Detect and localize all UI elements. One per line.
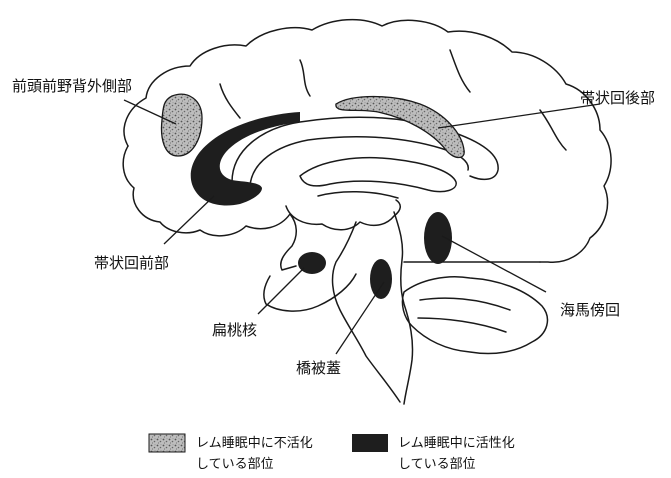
parahippocampal-region <box>424 212 452 264</box>
label-amygdala: 扁桃核 <box>212 321 257 339</box>
label-dlpfc: 前頭前野背外側部 <box>12 77 132 95</box>
legend-inactive-swatch <box>149 434 185 452</box>
label-anterior-cingulate: 帯状回前部 <box>94 254 169 272</box>
legend: レム睡眠中に不活化 している部位 レム睡眠中に活性化 している部位 <box>149 434 515 472</box>
leader-parahippocampal <box>442 236 546 292</box>
label-parahippocampal: 海馬傍回 <box>560 301 620 319</box>
legend-active-line2: している部位 <box>398 457 476 472</box>
label-pontine: 橋被蓋 <box>296 359 341 377</box>
corpus-callosum-inner <box>250 137 468 186</box>
leader-amygdala <box>258 268 304 314</box>
legend-inactive-line2: している部位 <box>196 457 274 472</box>
label-posterior-cingulate: 帯状回後部 <box>580 89 655 107</box>
gyrus-line-1 <box>300 60 310 96</box>
legend-active-line1: レム睡眠中に活性化 <box>398 436 515 451</box>
brainstem-outline <box>333 222 400 402</box>
leader-anterior-cingulate <box>164 196 214 244</box>
leader-pontine <box>336 282 384 354</box>
cerebellum-outline <box>402 277 547 354</box>
legend-inactive-line1: レム睡眠中に不活化 <box>196 436 313 451</box>
fornix-small <box>318 192 398 198</box>
gyrus-line-2 <box>450 50 470 92</box>
thalamus-outline <box>286 200 400 230</box>
legend-active-swatch <box>352 434 388 452</box>
temporal-outline <box>264 274 356 311</box>
pontine-tegmentum-region <box>370 259 392 299</box>
fornix-outline <box>300 158 456 192</box>
cerebellum-fold-2 <box>418 318 506 332</box>
cerebellum-fold-1 <box>420 298 510 310</box>
gyrus-line-4 <box>220 84 240 118</box>
dlpfc-region <box>162 94 202 156</box>
gyrus-line-3 <box>540 110 566 150</box>
leader-posterior-cingulate <box>438 104 600 128</box>
